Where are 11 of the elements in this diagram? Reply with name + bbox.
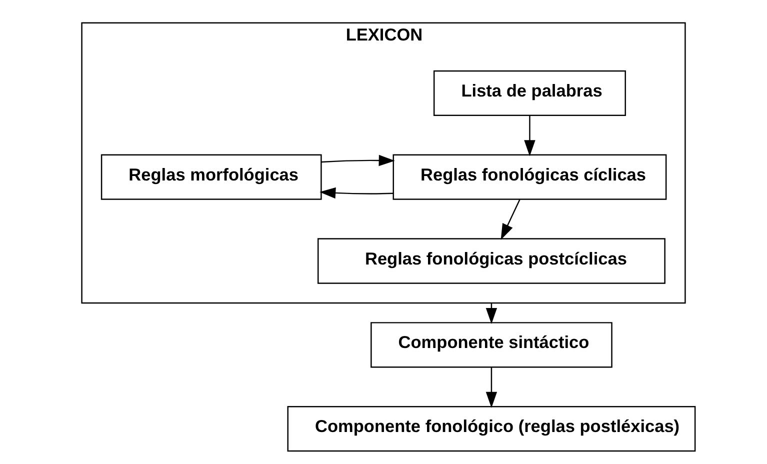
node-box: Reglas morfológicas (100, 154, 322, 200)
arrow (321, 154, 395, 166)
node-box: Componente fonológico (reglas postléxicas) (287, 406, 696, 452)
node-box: Reglas fonológicas postcíclicas (317, 238, 666, 284)
node-box: Lista de palabras (433, 70, 626, 116)
arrow (524, 116, 536, 156)
arrow (500, 199, 520, 240)
arrow (320, 187, 394, 199)
node-box: Reglas fonológicas cíclicas (392, 154, 667, 200)
node-box: Componente sintáctico (370, 322, 612, 368)
arrow (486, 368, 498, 408)
